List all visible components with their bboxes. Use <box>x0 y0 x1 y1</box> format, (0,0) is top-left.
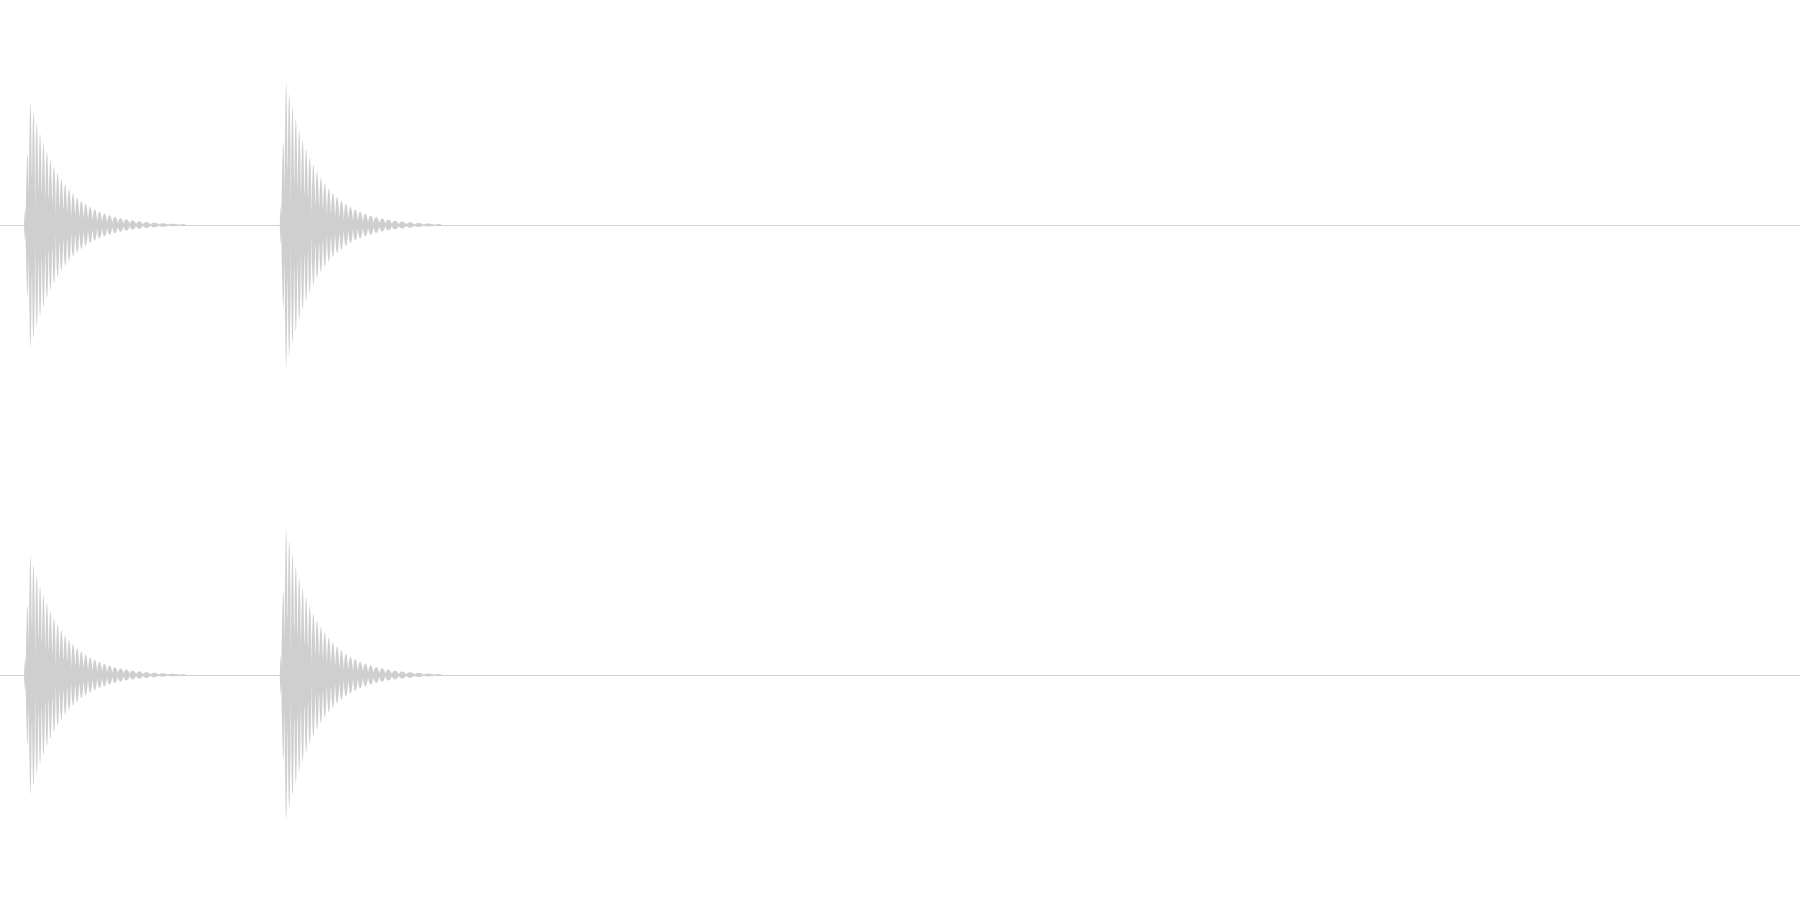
channel-left <box>0 82 1800 368</box>
waveform-burst-2 <box>279 529 441 821</box>
waveform-burst-1 <box>24 102 186 348</box>
waveform-burst-1 <box>24 555 186 795</box>
waveform-burst-2 <box>279 82 441 368</box>
channel-right <box>0 529 1800 821</box>
